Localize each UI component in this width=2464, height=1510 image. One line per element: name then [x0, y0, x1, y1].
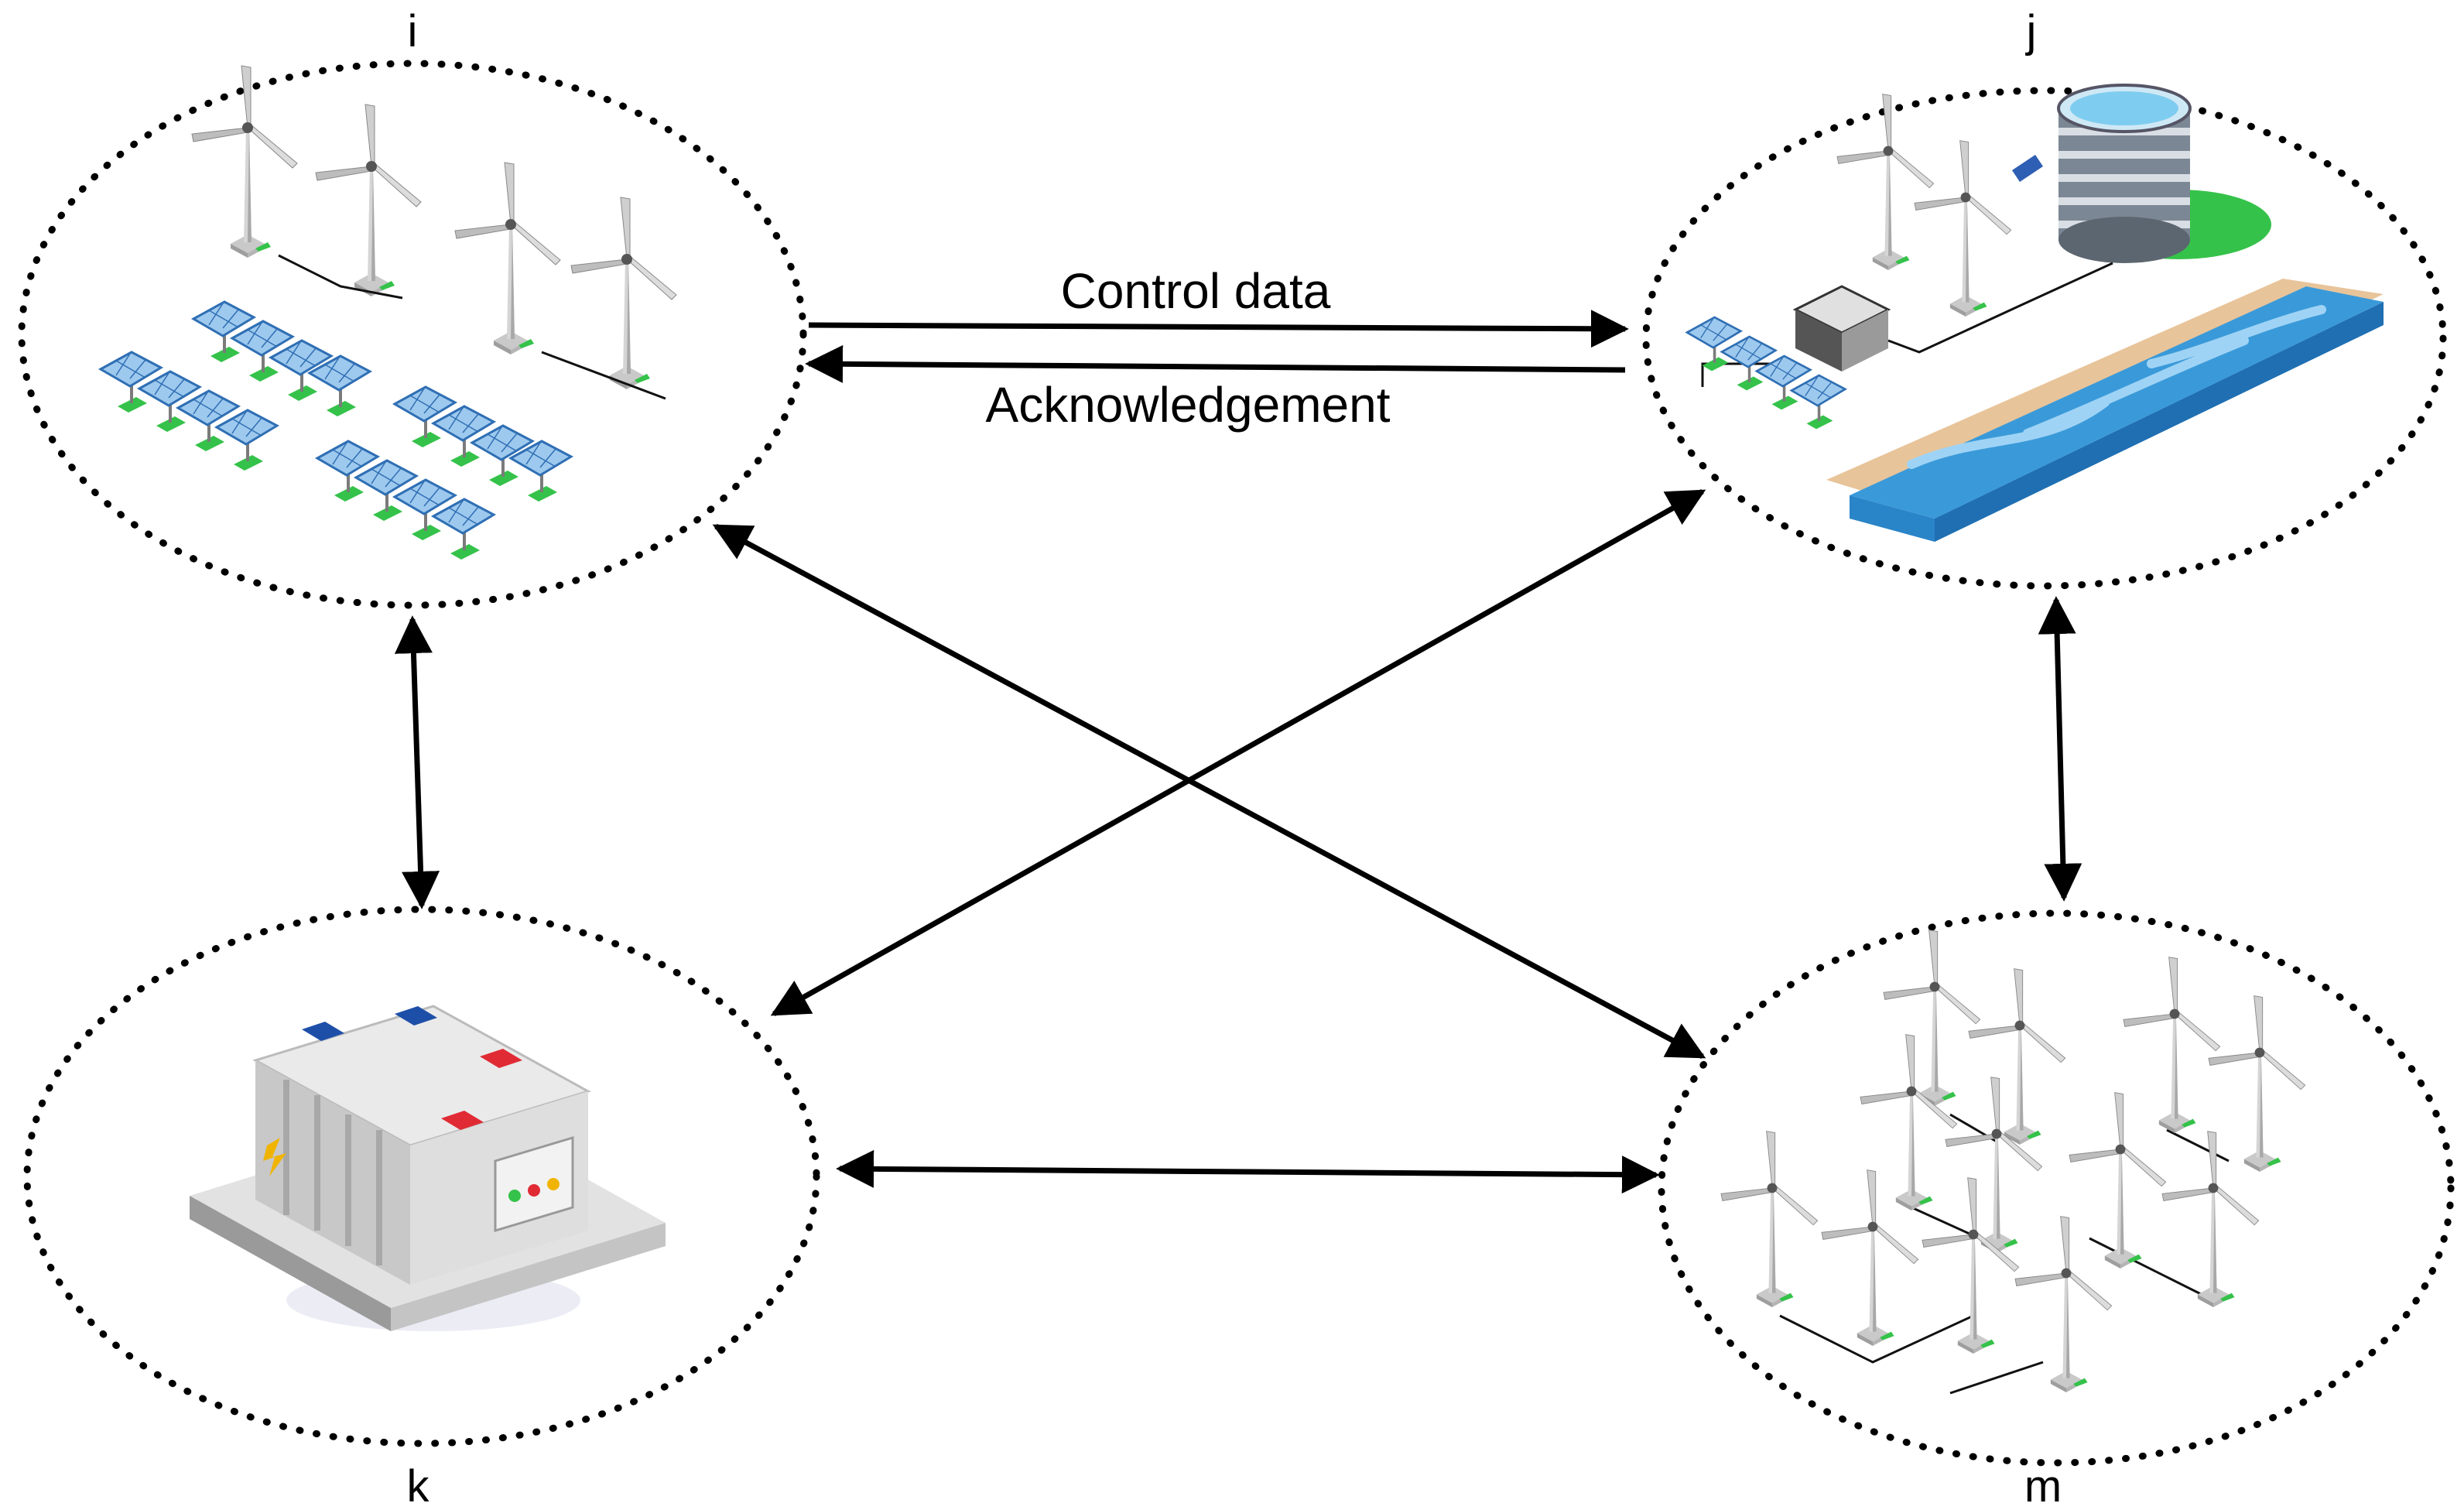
control-building-icon [1792, 285, 1891, 372]
node-k-boundary [23, 906, 820, 1447]
edge-j-m-arrow [2038, 596, 2082, 902]
node-m-boundary [1658, 909, 2455, 1467]
edge-acknowledgement-label: Acknowledgement [986, 377, 1391, 433]
node-m-label: m [2024, 1461, 2062, 1510]
edge-control-data: Control data [808, 263, 1629, 348]
node-j-boundary [1642, 87, 2447, 590]
edge-i-m-arrow [712, 523, 1706, 1060]
node-i: i [18, 6, 807, 609]
wind-turbine-icon [1720, 930, 2306, 1393]
node-j: j [1642, 6, 2447, 590]
node-i-boundary [18, 60, 807, 609]
node-j-label: j [2025, 6, 2037, 56]
edge-j-k-arrow [770, 488, 1706, 1017]
node-m: m [1658, 909, 2455, 1510]
edge-acknowledgement: Acknowledgement [805, 344, 1626, 433]
edge-control-data-arrow [808, 310, 1629, 348]
edge-k-m-arrow [836, 1149, 1660, 1194]
edge-control-data-label: Control data [1061, 263, 1331, 319]
wind-turbine-icon [1836, 94, 2012, 317]
node-i-label: i [408, 6, 418, 56]
node-k-label: k [407, 1461, 430, 1510]
node-k: k [23, 906, 820, 1510]
edge-acknowledgement-arrow [805, 344, 1626, 383]
edge-i-k-arrow [394, 615, 440, 909]
water-reservoir-icon [1826, 84, 2384, 542]
battery-icon [190, 1005, 666, 1331]
